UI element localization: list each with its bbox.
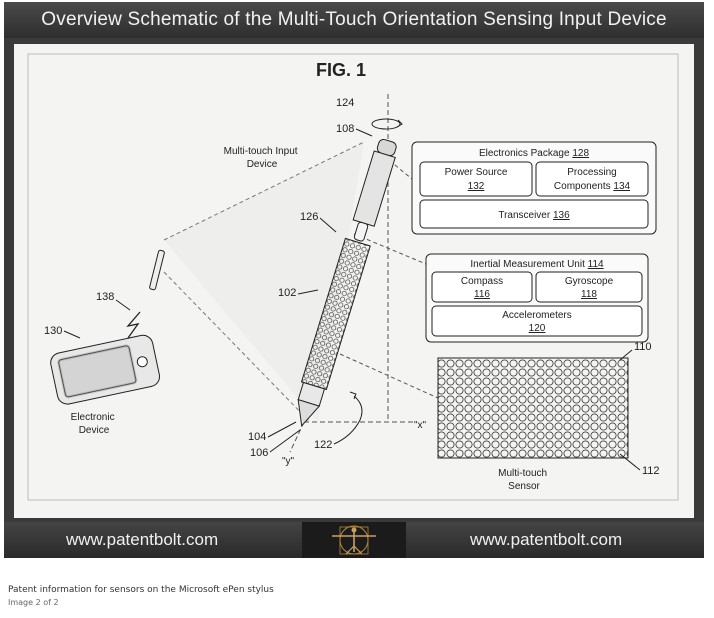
ref-106: 106 xyxy=(250,447,268,459)
image-caption: Patent information for sensors on the Mi… xyxy=(8,585,274,595)
stylus-button xyxy=(354,222,369,242)
figure-frame: Overview Schematic of the Multi-Touch Or… xyxy=(4,2,704,558)
patent-diagram: FIG. 1 "x" "y" 122 124 10 xyxy=(14,44,694,518)
electronic-device-label-line1: Electronic xyxy=(71,412,115,423)
fig-label: FIG. 1 xyxy=(316,60,366,80)
gyroscope-num: 118 xyxy=(581,289,597,300)
compass-label: Compass xyxy=(461,276,503,287)
logo-icon xyxy=(302,522,406,558)
ref-130: 130 xyxy=(44,325,62,337)
leader-138 xyxy=(116,300,130,310)
footer-bar: www.patentbolt.com www.patentbolt.com xyxy=(4,522,704,558)
input-device-label: Multi-touch Input Device xyxy=(224,146,301,170)
ref-104: 104 xyxy=(248,431,266,443)
leader-108 xyxy=(356,129,372,136)
ref-108: 108 xyxy=(336,123,354,135)
rotation-arrow xyxy=(372,119,400,129)
sensor-label-line1: Multi-touch xyxy=(498,468,547,479)
image-counter: Image 2 of 2 xyxy=(8,598,59,607)
multi-touch-sensor xyxy=(438,358,628,458)
power-source-num: 132 xyxy=(468,181,485,192)
processing-label: Processing xyxy=(567,167,616,178)
imu-box: Inertial Measurement Unit 114 Compass 11… xyxy=(426,254,648,342)
input-device-label-line1: Multi-touch Input xyxy=(224,146,298,157)
header-title: Overview Schematic of the Multi-Touch Or… xyxy=(4,2,704,38)
ref-126: 126 xyxy=(300,211,318,223)
leader-112 xyxy=(620,454,640,470)
tilt-angle-arc xyxy=(354,396,362,420)
wireless-icon xyxy=(128,312,140,338)
accelerometers-num: 120 xyxy=(529,323,546,334)
gyroscope-label: Gyroscope xyxy=(565,276,614,287)
ref-124: 124 xyxy=(336,97,354,109)
compass-num: 116 xyxy=(474,289,490,300)
footer-url-left[interactable]: www.patentbolt.com xyxy=(66,522,218,558)
y-axis-label: "y" xyxy=(282,456,295,467)
y-axis xyxy=(290,422,304,452)
sensor-label: Multi-touch Sensor xyxy=(498,468,550,492)
processing-components-label: Components 134 xyxy=(554,181,631,192)
electronics-package-title: Electronics Package 128 xyxy=(479,148,590,159)
sensor-label-line2: Sensor xyxy=(508,481,540,492)
ref-138: 138 xyxy=(96,291,114,303)
tilt-arrow xyxy=(350,392,356,399)
leader-sensor xyxy=(340,354,438,398)
electronics-package-box: Electronics Package 128 Power Source 132… xyxy=(412,142,656,234)
x-axis-label: "x" xyxy=(414,420,427,431)
electronic-device-label: Electronic Device xyxy=(71,412,118,436)
ref-112: 112 xyxy=(642,465,660,477)
input-device-label-line2: Device xyxy=(247,159,278,170)
ref-122: 122 xyxy=(314,439,332,451)
leader-104 xyxy=(268,422,296,437)
electronic-device xyxy=(49,333,162,405)
leader-130 xyxy=(64,331,80,338)
power-source-label: Power Source xyxy=(445,167,508,178)
electronic-device-label-line2: Device xyxy=(79,425,110,436)
footer-url-right[interactable]: www.patentbolt.com xyxy=(470,522,622,558)
diagram-panel: FIG. 1 "x" "y" 122 124 10 xyxy=(14,44,694,518)
vitruvian-man-logo xyxy=(302,522,406,558)
imu-title: Inertial Measurement Unit 114 xyxy=(470,259,604,270)
accelerometers-label: Accelerometers xyxy=(502,310,571,321)
ref-110: 110 xyxy=(634,341,652,353)
transceiver-label: Transceiver 136 xyxy=(498,210,570,221)
leader-122 xyxy=(334,420,360,444)
ref-102: 102 xyxy=(278,287,296,299)
small-stylus-icon xyxy=(149,250,164,290)
